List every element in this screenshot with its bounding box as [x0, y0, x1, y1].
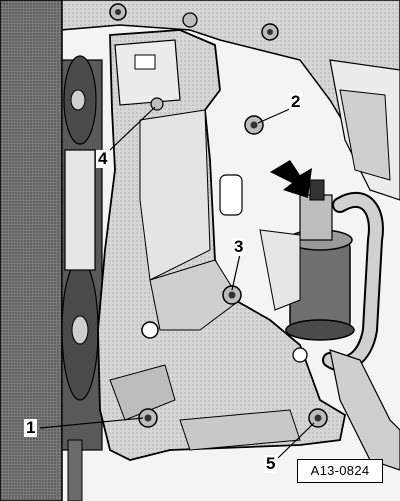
bolt-markers: [109, 3, 328, 428]
callout-3: 3: [232, 237, 246, 256]
callout-leaders: [39, 106, 315, 459]
callout-5: 5: [264, 454, 278, 473]
bracket-casting: [97, 29, 347, 461]
figure-id-label: A13-0824: [297, 459, 383, 483]
callout-4: 4: [96, 149, 110, 168]
callout-2: 2: [289, 92, 303, 111]
callout-1: 1: [24, 418, 38, 437]
pointer-arrow: [270, 160, 312, 198]
pulley-assembly: [0, 0, 103, 501]
engine-block: [59, 0, 400, 201]
valve-component: [219, 174, 400, 471]
